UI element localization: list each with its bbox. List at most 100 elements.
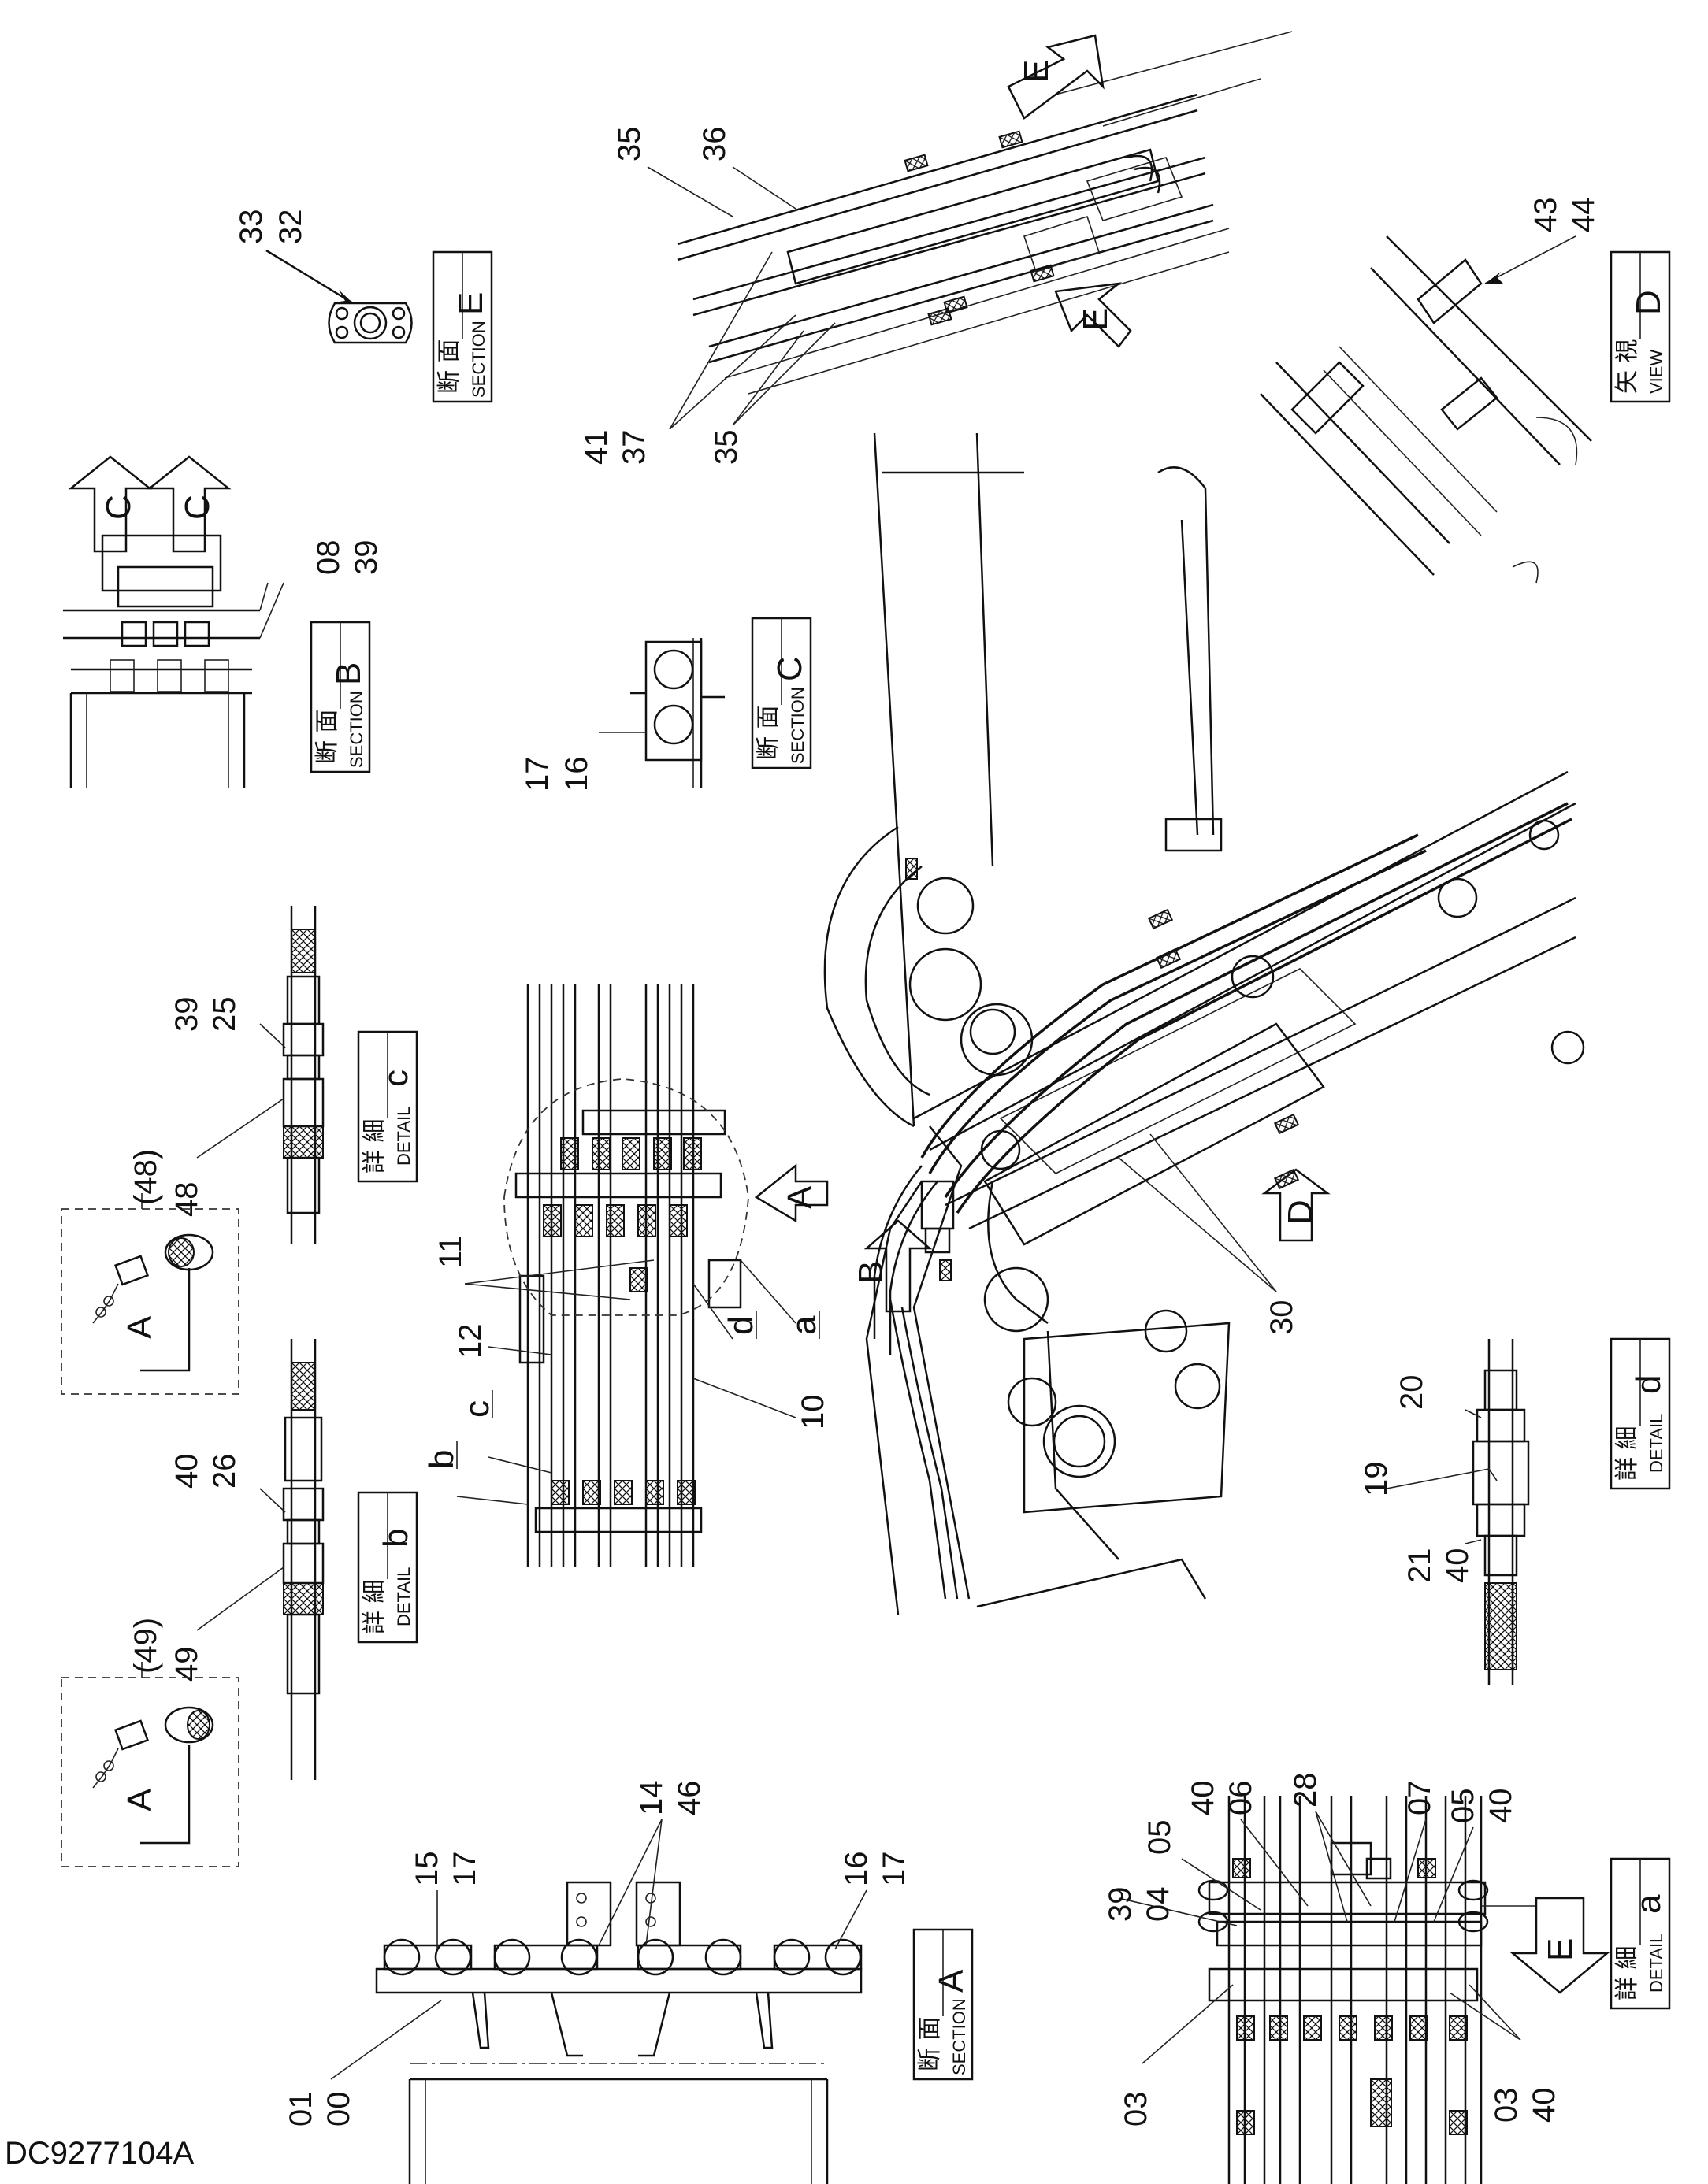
- label-35-top: 35: [612, 127, 647, 162]
- label-41: 41: [579, 430, 614, 465]
- label-30: 30: [1264, 1300, 1299, 1336]
- label-c-bundle: c: [458, 1400, 496, 1418]
- section-c-jp: 断 面: [755, 705, 782, 760]
- label-05-a: 05: [1142, 1820, 1177, 1856]
- detail-c-letter: c: [377, 1070, 415, 1087]
- label-15: 15: [410, 1852, 444, 1887]
- section-b-detail: C C 08 39: [63, 455, 384, 788]
- label-03: 03: [1119, 2092, 1153, 2127]
- label-11: 11: [433, 1235, 468, 1268]
- label-a-48: A: [121, 1315, 159, 1339]
- label-19: 19: [1359, 1462, 1394, 1497]
- section-b-letter: B: [329, 662, 368, 685]
- label-00: 00: [321, 2092, 356, 2127]
- label-48: 48: [169, 1182, 204, 1218]
- center-hose-bundle: A 11 12 10 d a c b: [422, 984, 830, 1567]
- label-14: 14: [634, 1781, 669, 1816]
- label-b-bundle: b: [422, 1450, 461, 1469]
- arrow-e-detail-letter: E: [1541, 1938, 1580, 1961]
- label-16-a: 16: [839, 1852, 874, 1887]
- label-49: 49: [169, 1647, 204, 1682]
- arrow-d-letter: D: [1281, 1200, 1320, 1225]
- label-12: 12: [453, 1324, 488, 1359]
- section-c-title-box: 断 面 SECTION C: [751, 617, 812, 769]
- detail-c-en: DETAIL: [394, 1107, 414, 1166]
- detail-a-title-box: 詳 細 DETAIL a: [1610, 1857, 1671, 2010]
- section-a-jp: 断 面: [916, 2016, 944, 2071]
- section-c-letter: C: [770, 656, 809, 681]
- label-17-a2: 17: [877, 1852, 912, 1887]
- label-21: 21: [1402, 1548, 1437, 1584]
- view-d-en: VIEW: [1647, 350, 1666, 394]
- section-e-jp: 断 面: [436, 339, 463, 394]
- label-39-b: 39: [349, 540, 384, 576]
- section-a-clamp-bracket: 15 17 14 46 16 17 01 00: [284, 1781, 912, 2184]
- detail-d-jp: 詳 細: [1613, 1426, 1641, 1481]
- section-e-en: SECTION: [469, 321, 488, 398]
- drawing-number: DC9277104A: [5, 2136, 195, 2171]
- arrow-e-top-letter: E: [1017, 60, 1056, 83]
- label-17-c: 17: [520, 757, 555, 792]
- label-40-d: 40: [1440, 1548, 1475, 1584]
- detail-a-jp: 詳 細: [1613, 1945, 1641, 2000]
- label-33: 33: [234, 210, 269, 245]
- view-d-title-box: 矢 視 VIEW D: [1610, 250, 1671, 403]
- section-b-title-box: 断 面 SECTION B: [310, 621, 371, 773]
- label-49-ref: (49): [128, 1618, 163, 1674]
- label-39-c: 39: [169, 997, 204, 1033]
- label-01: 01: [284, 2092, 318, 2127]
- detail-b-jp: 詳 細: [361, 1579, 388, 1634]
- view-d-detail: 43 44: [1260, 198, 1601, 584]
- label-28: 28: [1288, 1773, 1323, 1808]
- dust-cap-49: (49) A: [61, 1618, 239, 1867]
- detail-a-letter: a: [1629, 1894, 1668, 1914]
- section-e-letter: E: [451, 292, 490, 315]
- detail-a-manifold: E 39 04 05 40 06 28 07 05 40 03 03 40: [1103, 1773, 1610, 2184]
- detail-d-letter: d: [1629, 1375, 1668, 1394]
- label-08: 08: [311, 540, 346, 576]
- arrow-a-letter: A: [781, 1185, 819, 1209]
- arrow-c-left-letter: C: [99, 495, 138, 520]
- detail-b-en: DETAIL: [394, 1567, 414, 1626]
- boom-top-hose-routing: E E 35 36 41 37 35: [579, 31, 1293, 465]
- label-40-a: 40: [1186, 1781, 1220, 1816]
- view-d-jp: 矢 視: [1613, 339, 1641, 394]
- label-17-a1: 17: [447, 1852, 482, 1887]
- section-b-en: SECTION: [347, 691, 366, 768]
- label-37: 37: [617, 430, 652, 465]
- label-05-b: 05: [1446, 1789, 1480, 1824]
- label-46: 46: [672, 1781, 707, 1816]
- label-25: 25: [207, 997, 242, 1033]
- label-43: 43: [1528, 198, 1563, 233]
- label-03-b: 03: [1489, 2088, 1524, 2123]
- dust-cap-48: (48) A: [61, 1149, 239, 1395]
- label-40-a2: 40: [1483, 1789, 1518, 1824]
- label-04: 04: [1141, 1887, 1175, 1923]
- detail-d-coupler: 20 19 21 40: [1359, 1339, 1530, 1685]
- detail-a-en: DETAIL: [1647, 1934, 1666, 1993]
- section-a-title-box: 断 面 SECTION A: [912, 1928, 974, 2081]
- label-48-ref: (48): [128, 1149, 163, 1205]
- detail-c-title-box: 詳 細 DETAIL c: [357, 1030, 418, 1183]
- main-boom-arm-assembly: B D 30: [823, 432, 1585, 1615]
- label-40-a3: 40: [1527, 2088, 1561, 2123]
- arrow-b-letter: B: [852, 1261, 890, 1284]
- detail-b-title-box: 詳 細 DETAIL b: [357, 1491, 418, 1644]
- section-a-letter: A: [932, 1969, 971, 1993]
- view-d-letter: D: [1629, 290, 1668, 315]
- label-32: 32: [273, 210, 308, 245]
- arrow-e-mid-letter: E: [1076, 308, 1115, 331]
- detail-d-en: DETAIL: [1647, 1414, 1666, 1473]
- detail-c-jp: 詳 細: [361, 1118, 388, 1174]
- label-40-b: 40: [169, 1454, 204, 1489]
- detail-b-letter: b: [377, 1529, 415, 1548]
- detail-d-title-box: 詳 細 DETAIL d: [1610, 1337, 1671, 1490]
- section-a-en: SECTION: [949, 1998, 969, 2075]
- label-a-bundle: a: [785, 1315, 823, 1335]
- label-07: 07: [1402, 1781, 1437, 1816]
- section-c-en: SECTION: [788, 687, 808, 764]
- label-35-bottom: 35: [709, 430, 744, 465]
- label-36: 36: [697, 127, 732, 162]
- label-44: 44: [1566, 198, 1601, 233]
